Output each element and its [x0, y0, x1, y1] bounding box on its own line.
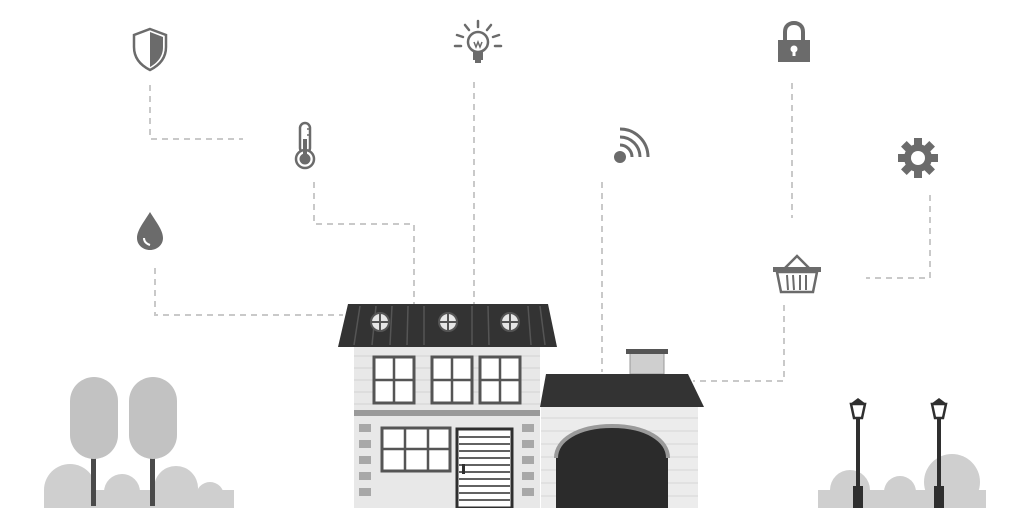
connector-shield — [149, 85, 243, 140]
house — [338, 304, 557, 508]
garage-door — [556, 426, 668, 508]
garage — [540, 349, 704, 508]
roof-vent — [438, 312, 458, 332]
lock-icon — [778, 20, 810, 62]
light-bulb-icon — [453, 19, 503, 63]
water-drop-icon — [137, 212, 163, 250]
chimney-cap — [626, 349, 668, 354]
bushes-left — [44, 464, 234, 508]
tree-canopy — [70, 377, 118, 459]
door-handle — [462, 464, 465, 474]
upper-window — [372, 355, 416, 405]
upper-window — [430, 355, 474, 405]
corner-bricks — [359, 424, 534, 496]
front-door — [455, 427, 514, 508]
shield-icon — [132, 27, 168, 72]
connector-drop — [154, 268, 343, 316]
left-trees — [44, 377, 234, 508]
right-lamps — [818, 398, 986, 508]
garage-roof — [540, 374, 704, 407]
floor-divider — [354, 410, 540, 416]
roof-vent — [370, 312, 390, 332]
connector-gear — [866, 195, 931, 279]
bushes-right — [818, 454, 986, 508]
lower-window — [380, 426, 452, 473]
tree-canopy — [129, 377, 177, 459]
wifi-signal-icon — [614, 127, 650, 163]
connector-thermometer — [313, 182, 415, 305]
shopping-basket-icon — [773, 254, 821, 294]
roof-vent — [500, 312, 520, 332]
thermometer-icon — [294, 121, 316, 170]
chimney — [629, 351, 665, 375]
roof-tiles — [353, 305, 546, 346]
connector-basket — [693, 305, 785, 382]
upper-window — [478, 355, 522, 405]
street-lamp — [930, 398, 948, 508]
connector-lines — [149, 82, 931, 382]
gear-icon — [898, 138, 938, 178]
street-lamp — [849, 398, 867, 508]
